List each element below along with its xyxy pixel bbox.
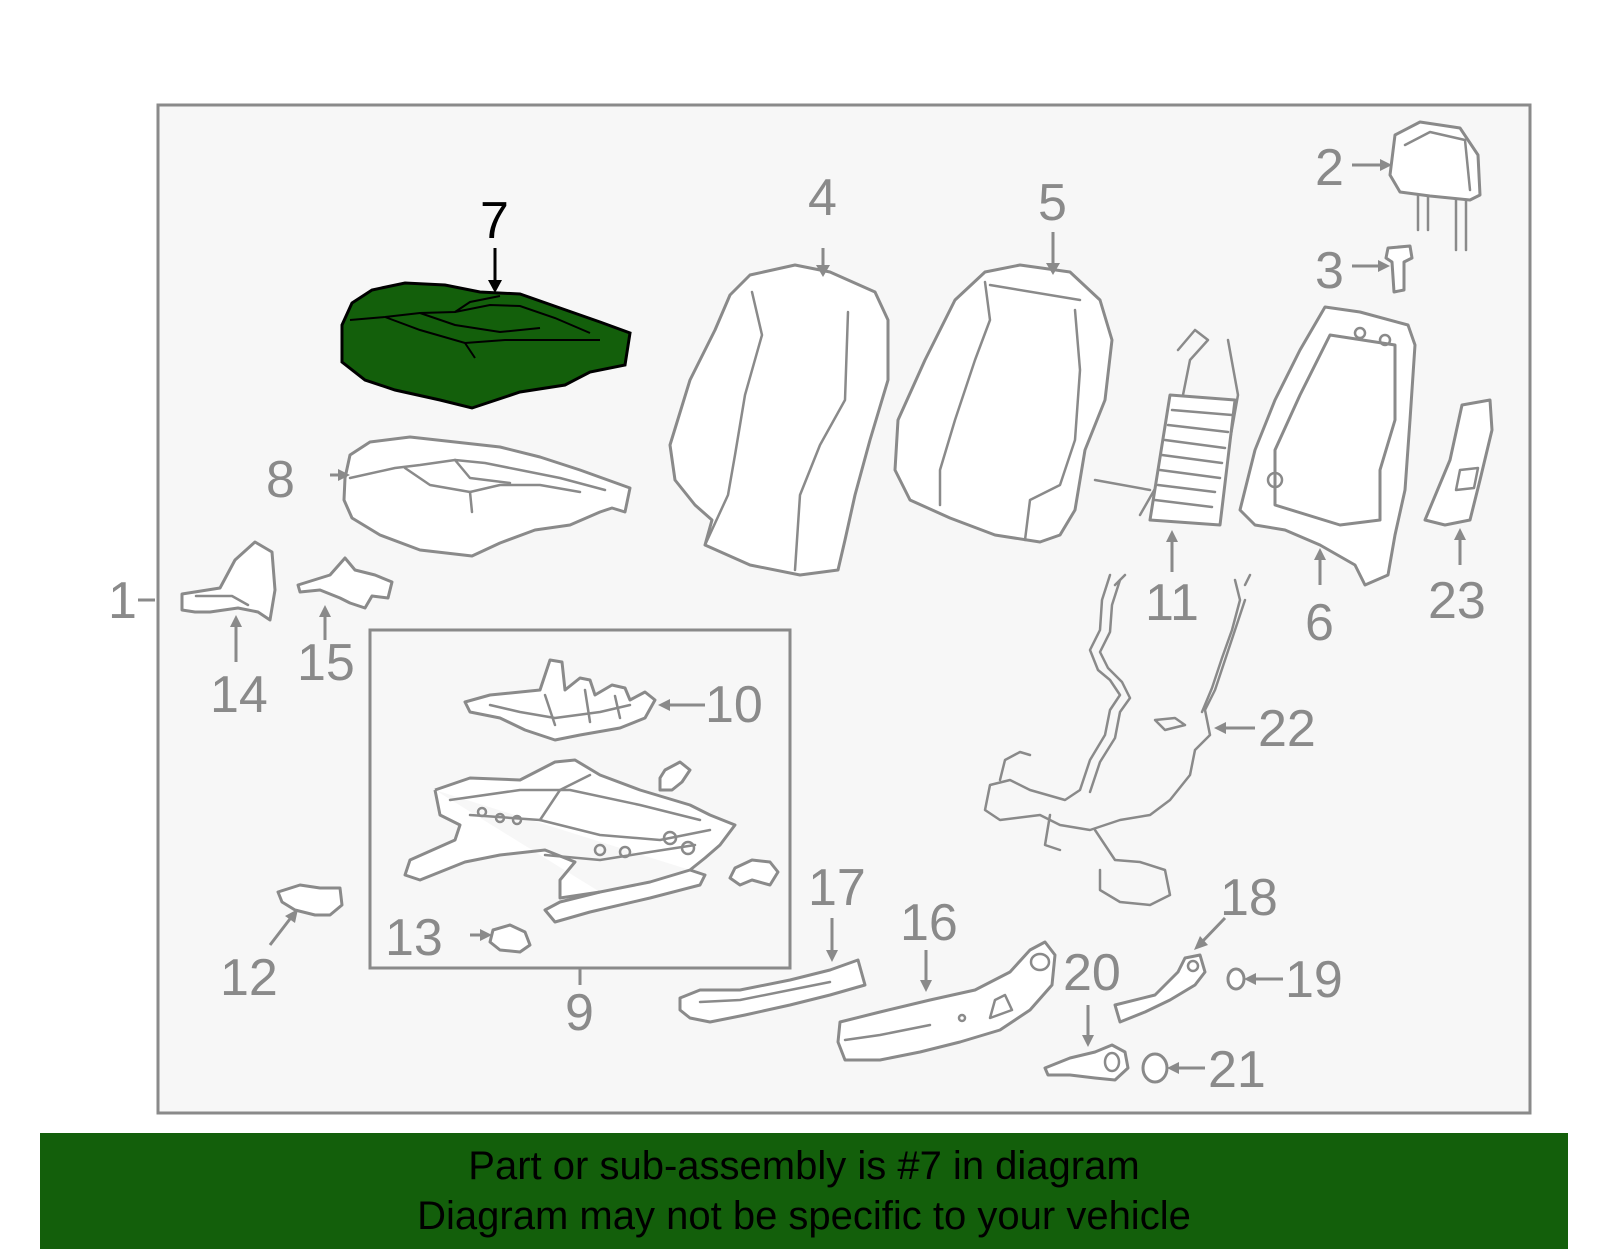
callout-18: 18 xyxy=(1220,869,1278,927)
callout-6: 6 xyxy=(1305,594,1334,652)
callout-14: 14 xyxy=(210,666,268,724)
part-12-cap[interactable] xyxy=(276,883,344,917)
part-14-bracket[interactable] xyxy=(180,540,277,622)
part-5-seatback-pad[interactable] xyxy=(893,263,1114,544)
part-3-headrest-guide[interactable] xyxy=(1384,244,1414,294)
callout-5: 5 xyxy=(1038,174,1067,232)
banner-line-1: Part or sub-assembly is #7 in diagram xyxy=(468,1144,1140,1188)
assembly-frame xyxy=(156,103,1532,1115)
callout-21: 21 xyxy=(1208,1041,1266,1099)
leader-lines xyxy=(138,159,1466,1074)
part-13-clip[interactable] xyxy=(488,923,532,954)
callout-15: 15 xyxy=(297,634,355,692)
callout-4: 4 xyxy=(808,169,837,227)
part-17-trim[interactable] xyxy=(678,958,867,1024)
part-2-headrest[interactable] xyxy=(1388,120,1482,252)
part-11-lumbar-support[interactable] xyxy=(1093,328,1240,527)
part-8-cushion-pad[interactable] xyxy=(342,435,632,558)
callout-7: 7 xyxy=(480,192,509,250)
callout-11: 11 xyxy=(1145,574,1199,632)
callout-2: 2 xyxy=(1315,139,1344,197)
part-10-adjuster-set[interactable] xyxy=(463,658,657,742)
callout-16: 16 xyxy=(900,894,958,952)
callout-1: 1 xyxy=(108,572,137,630)
callout-8: 8 xyxy=(266,451,295,509)
callout-12: 12 xyxy=(220,949,278,1007)
part-15-bracket[interactable] xyxy=(296,556,394,610)
part-7-cushion-cover[interactable] xyxy=(340,281,632,410)
callout-13: 13 xyxy=(385,909,443,967)
part-19-ring[interactable] xyxy=(1226,967,1246,991)
callout-17: 17 xyxy=(808,859,866,917)
part-22-wiring-harness[interactable] xyxy=(983,573,1252,907)
callout-19: 19 xyxy=(1285,951,1343,1009)
banner-line-2: Diagram may not be specific to your vehi… xyxy=(417,1194,1191,1238)
callout-10: 10 xyxy=(705,676,763,734)
callout-22: 22 xyxy=(1258,700,1316,758)
callout-3: 3 xyxy=(1315,242,1344,300)
callout-23: 23 xyxy=(1428,572,1486,630)
part-16-outer-trim[interactable] xyxy=(836,940,1057,1062)
part-23-side-panel[interactable] xyxy=(1423,398,1494,527)
part-info-banner: Part or sub-assembly is #7 in diagram Di… xyxy=(40,1133,1568,1249)
part-21-ring[interactable] xyxy=(1141,1052,1169,1084)
part-4-seatback-cover[interactable] xyxy=(668,263,890,577)
part-6-seatback-frame[interactable] xyxy=(1238,305,1417,587)
part-9-seat-adjuster[interactable] xyxy=(403,758,780,924)
part-20-handle[interactable] xyxy=(1043,1043,1130,1082)
callout-20: 20 xyxy=(1063,944,1121,1002)
callout-9: 9 xyxy=(565,984,594,1042)
part-18-lever[interactable] xyxy=(1113,953,1207,1024)
